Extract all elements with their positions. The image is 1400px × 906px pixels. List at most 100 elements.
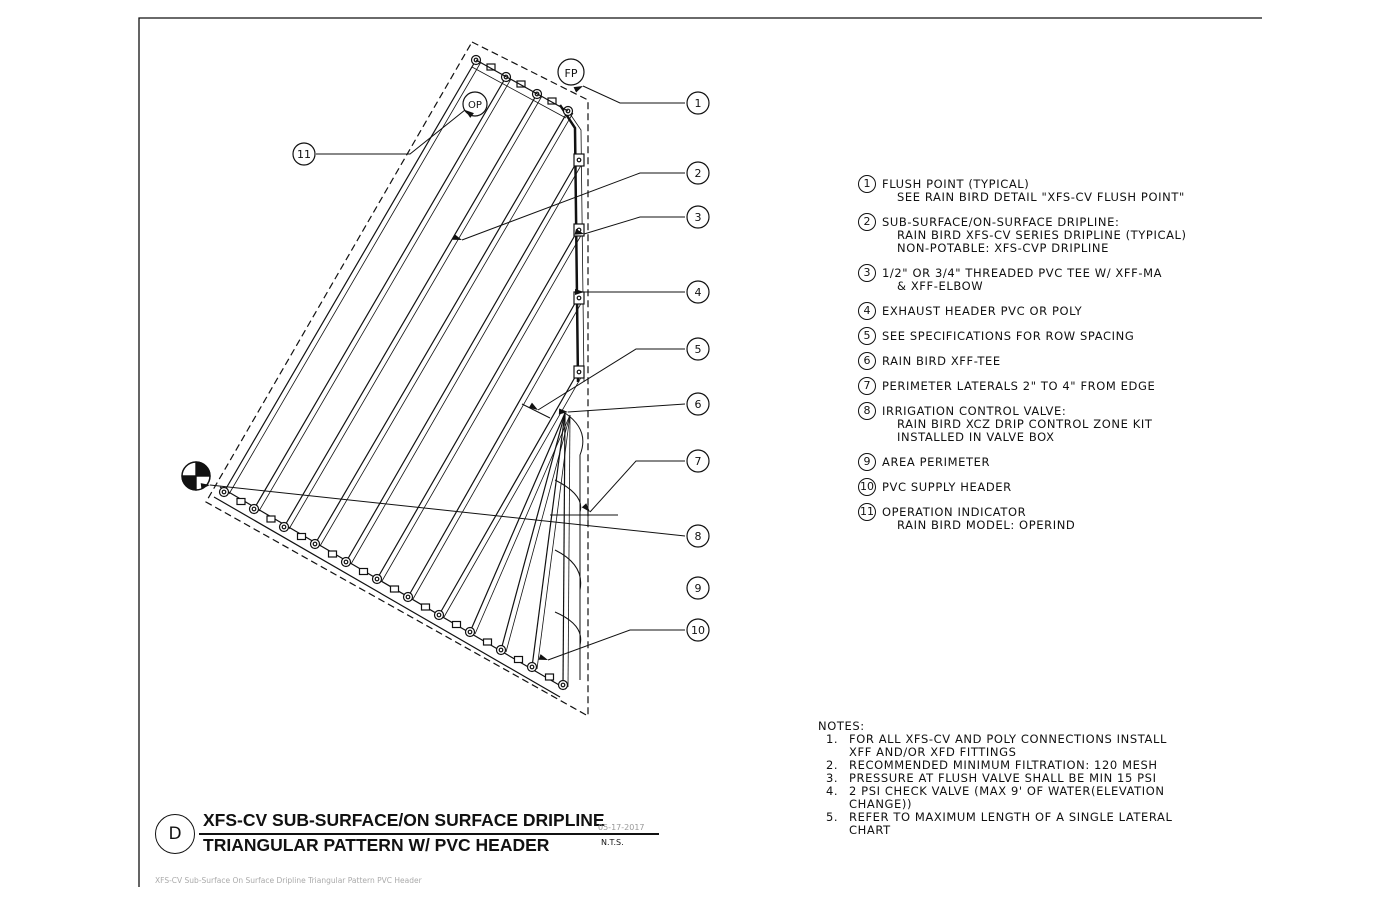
dripline-lateral [407, 297, 584, 600]
dripline-lateral [376, 229, 584, 582]
supply-tee-fitting [278, 521, 290, 533]
leader-lines [200, 85, 686, 661]
supply-tee-fitting [526, 661, 538, 673]
note-text: PRESSURE AT FLUSH VALVE SHALL BE MIN 15 … [849, 771, 1157, 785]
legend-number: 2 [858, 213, 876, 231]
arrowhead [528, 402, 538, 410]
legend-number: 7 [858, 377, 876, 395]
dripline-lateral [283, 93, 543, 530]
supply-header-fittings [218, 486, 569, 691]
dripline-lateral [253, 76, 512, 512]
dripline-lateral [500, 412, 571, 653]
coupling-fitting [358, 567, 369, 576]
callout-bubble-3: 3 [686, 205, 710, 229]
leader-line-10 [547, 629, 685, 661]
exhaust-header-fittings [573, 153, 585, 379]
legend-item-1: 1 FLUSH POINT (TYPICAL)SEE RAIN BIRD DETA… [858, 175, 1218, 204]
coupling-fitting [451, 620, 462, 629]
note-text: CHART [849, 823, 891, 837]
legend-text: RAIN BIRD XCZ DRIP CONTROL ZONE KIT [897, 417, 1153, 431]
legend-number: 3 [858, 264, 876, 282]
legend-text: PVC SUPPLY HEADER [882, 480, 1012, 494]
leader-line-7 [589, 460, 685, 513]
leader-line-8 [209, 484, 686, 537]
callout-number: 11 [297, 148, 311, 161]
legend-text: RAIN BIRD XFS-CV SERIES DRIPLINE (TYPICA… [897, 228, 1187, 242]
scale-label: N.T.S. [601, 838, 624, 847]
coupling-fitting [513, 655, 524, 664]
note-item: 4. 2 PSI CHECK VALVE (MAX 9' OF WATER(ELE… [818, 785, 1178, 811]
perimeter-lateral-arcs [554, 412, 584, 680]
file-name: XFS-CV Sub-Surface On Surface Dripline T… [155, 876, 422, 885]
notes-heading: NOTES: [818, 719, 865, 733]
callout-bubble-4: 4 [686, 280, 710, 304]
coupling-fitting [327, 550, 338, 558]
callout-bubble-1: 1 [686, 91, 710, 115]
coupling-fitting [389, 585, 400, 593]
note-text: 2 PSI CHECK VALVE (MAX 9' OF WATER(ELEVA… [849, 784, 1165, 798]
arrowhead [573, 86, 583, 93]
dripline-lateral [314, 110, 574, 547]
detail-letter-circle: D [155, 814, 195, 854]
legend-text: SEE SPECIFICATIONS FOR ROW SPACING [882, 329, 1135, 343]
coupling-fitting [486, 63, 496, 71]
dimension-mark [550, 503, 618, 527]
callout-bubble-10: 10 [686, 618, 710, 642]
title-line-2: TRIANGULAR PATTERN W/ PVC HEADER [203, 835, 550, 855]
note-item: 3.PRESSURE AT FLUSH VALVE SHALL BE MIN 1… [818, 772, 1178, 785]
supply-tee-fitting [495, 644, 507, 656]
arrowhead [200, 483, 210, 490]
supply-tee-fitting [309, 538, 321, 550]
note-text: RECOMMENDED MINIMUM FILTRATION: 120 MESH [849, 758, 1158, 772]
leader-line-3 [583, 216, 685, 235]
callout-number: 5 [695, 343, 702, 356]
note-number: 4. [826, 784, 839, 798]
callout-number: 7 [695, 455, 702, 468]
legend-text: RAIN BIRD MODEL: OPERIND [897, 518, 1076, 532]
operation-indicator-label: OP [468, 100, 482, 111]
note-item: 2.RECOMMENDED MINIMUM FILTRATION: 120 ME… [818, 759, 1178, 772]
top-header-fittings [470, 54, 574, 119]
legend-text: EXHAUST HEADER PVC OR POLY [882, 304, 1083, 318]
callout-bubble-9: 9 [686, 576, 710, 600]
note-item: 1.FOR ALL XFS-CV AND POLY CONNECTIONS IN… [818, 733, 1178, 759]
leader-line-5 [537, 348, 685, 411]
callout-bubble-7: 7 [686, 449, 710, 473]
legend-number: 1 [858, 175, 876, 193]
callout-number: 8 [695, 530, 702, 543]
legend-text: SEE RAIN BIRD DETAIL "XFS-CV FLUSH POINT… [897, 190, 1185, 204]
legend-text: IRRIGATION CONTROL VALVE: [882, 404, 1067, 418]
note-number: 5. [826, 810, 839, 824]
supply-tee-fitting [402, 591, 414, 603]
dripline-lateral [345, 159, 584, 565]
coupling-fitting [236, 497, 246, 506]
leader-line-2 [461, 172, 685, 241]
legend-text: FLUSH POINT (TYPICAL) [882, 177, 1030, 191]
supply-tee-fitting [433, 609, 445, 621]
coupling-fitting [296, 532, 307, 541]
legend-text: OPERATION INDICATOR [882, 505, 1027, 519]
callout-number: 6 [695, 398, 702, 411]
callout-number: 1 [695, 97, 702, 110]
coupling-fitting [482, 638, 493, 646]
leader-line-1 [582, 85, 685, 104]
legend-text: NON-POTABLE: XFS-CVP DRIPLINE [897, 241, 1109, 255]
legend-text: INSTALLED IN VALVE BOX [897, 430, 1055, 444]
arrowhead [574, 228, 584, 235]
title-date: 05-17-2017 [598, 823, 645, 832]
legend-number: 8 [858, 402, 876, 420]
legend-number: 6 [858, 352, 876, 370]
dripline-laterals [223, 59, 584, 688]
coupling-fitting [547, 97, 557, 105]
title-rule [199, 833, 659, 835]
supply-tee-fitting [248, 503, 260, 515]
legend-text: 1/2" OR 3/4" THREADED PVC TEE W/ XFF-MA [882, 266, 1163, 280]
supply-tee-fitting [557, 679, 569, 691]
